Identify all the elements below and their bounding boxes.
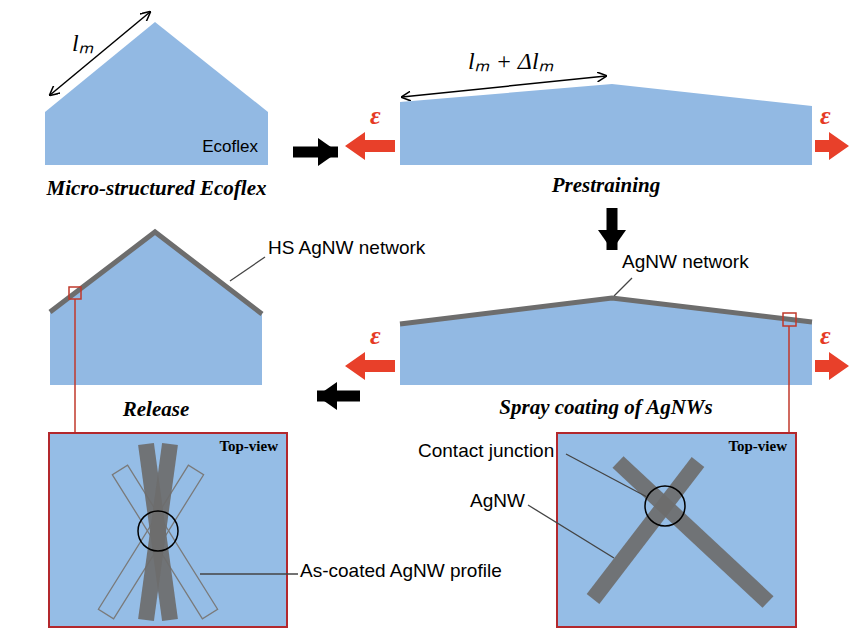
process-arrow [317,391,360,402]
agnw-wire [138,443,178,621]
step-caption: Prestraining [552,174,661,197]
strain-symbol: ε [820,102,831,131]
process-arrow [293,147,338,158]
leader-line [528,505,614,558]
step-caption: Spray coating of AgNWs [499,396,712,419]
agnw-wire [138,443,178,621]
part-label: AgNW network [622,252,749,273]
strain-symbol: ε [820,322,831,351]
agnw-coating [50,232,262,314]
node-outline [400,84,812,165]
strain-arrow [345,352,395,380]
detail-marker [783,313,796,326]
top-view-inset: Top-view [48,432,288,628]
node-outline [50,434,290,630]
strain-symbol: ε [370,102,381,131]
junction-circle [645,486,685,526]
detail-marker [69,287,81,299]
step-caption: Release [123,398,189,421]
node-outline [558,434,799,630]
strain-arrow [815,132,849,160]
part-label: As-coated AgNW profile [300,561,502,582]
leader-line [200,573,298,574]
part-label: HS AgNW network [268,238,425,259]
agnw-coating [400,298,812,324]
process-arrow [607,208,618,250]
dimension-label: lₘ [72,30,94,56]
node-outline [50,232,262,385]
released-ecoflex: Release [50,232,262,385]
strain-arrow [345,132,395,160]
ecoflex-body [45,22,268,165]
strain-symbol: ε [370,322,381,351]
material-label: Ecoflex [202,138,258,157]
dimension-label: lₘ + Δlₘ [468,48,554,74]
leader-line [614,278,632,296]
ecoflex-body [400,298,812,385]
strain-arrow [815,352,849,380]
top-view-inset: Top-view [556,432,797,628]
view-label: Top-view [728,438,787,455]
detail-leader [788,326,790,432]
part-label: Contact junction [418,441,554,462]
ecoflex-body [50,232,262,385]
agnw-wire [587,457,705,604]
leader-line [230,257,265,281]
ecoflex-body [400,84,812,165]
detail-leader [74,299,76,432]
coated-ecoflex: Spray coating of AgNWs [400,298,812,385]
junction-circle [138,511,178,551]
part-label: AgNW [470,491,525,512]
node-outline [400,298,812,385]
step-caption: Micro-structured Ecoflex [47,177,267,200]
prestrained-ecoflex: Prestraining [400,84,812,165]
leader-line [566,454,647,497]
view-label: Top-view [219,438,278,455]
